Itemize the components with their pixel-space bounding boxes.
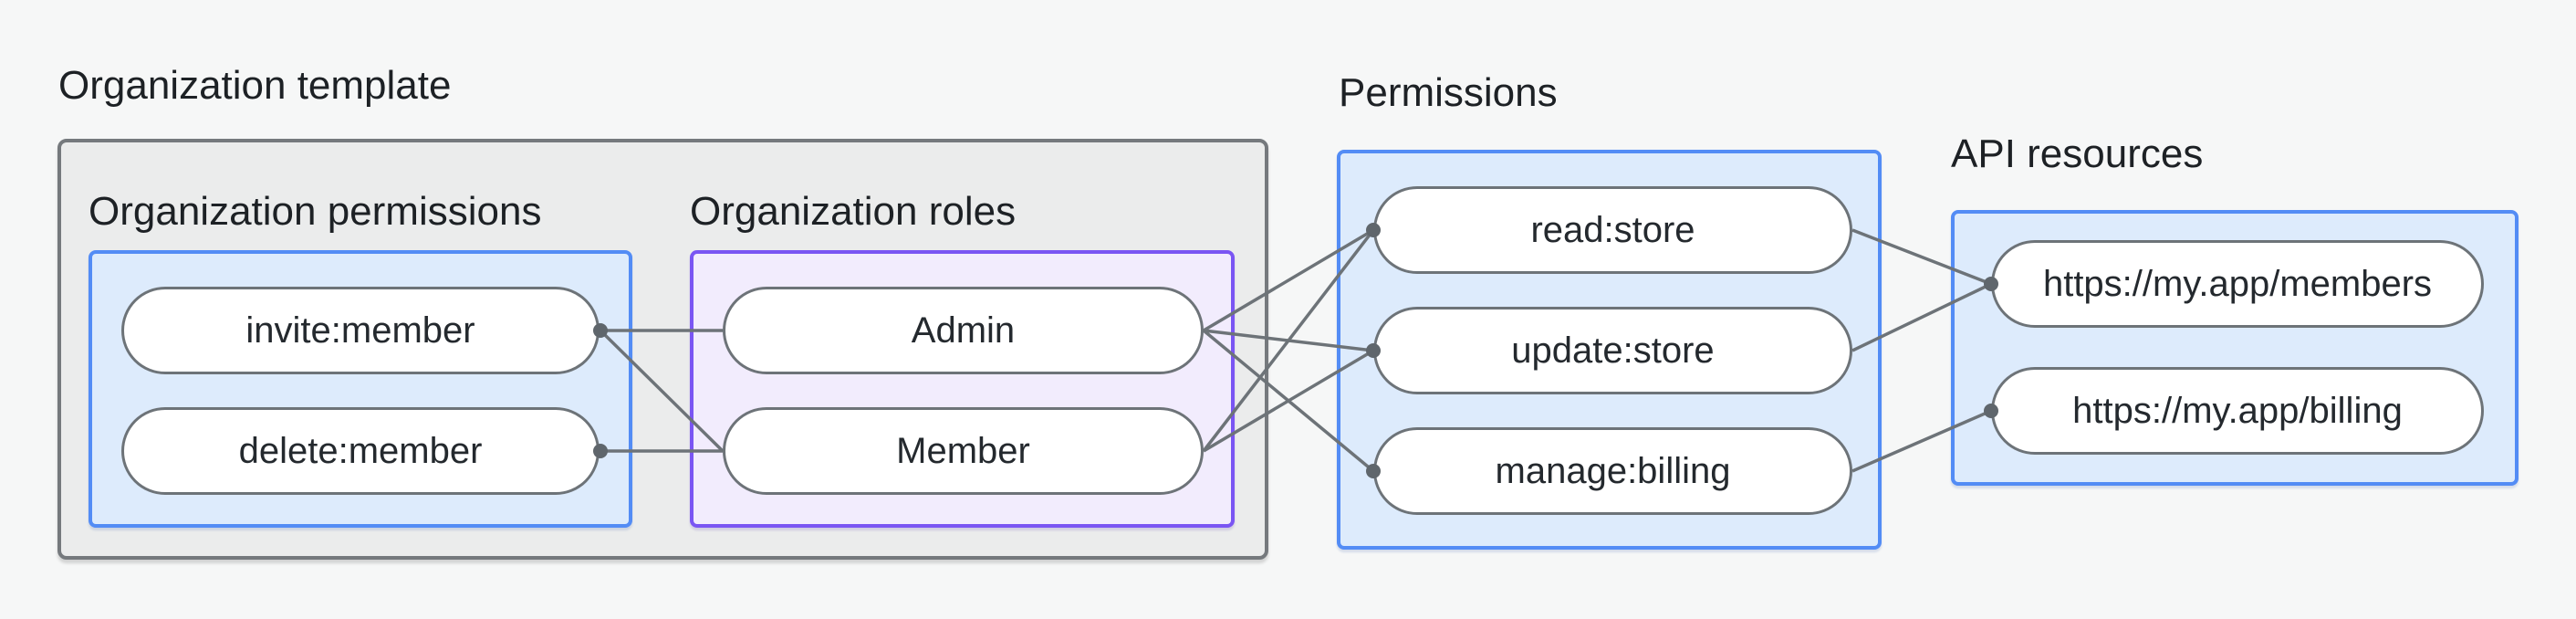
organization-roles-label: Organization roles [690, 189, 1017, 234]
node-admin-role: Admin [723, 287, 1204, 374]
organization-template-label: Organization template [58, 63, 452, 108]
permissions-label: Permissions [1339, 70, 1558, 115]
node-invite-member: invite:member [121, 287, 600, 374]
node-api-billing-url: https://my.app/billing [1991, 367, 2484, 455]
node-manage-billing: manage:billing [1373, 427, 1852, 515]
node-read-store: read:store [1373, 186, 1852, 274]
node-member-role: Member [723, 407, 1204, 495]
api-resources-label: API resources [1951, 131, 2204, 176]
organization-permissions-label: Organization permissions [89, 189, 542, 234]
node-update-store: update:store [1373, 307, 1852, 394]
node-delete-member: delete:member [121, 407, 600, 495]
node-api-members-url: https://my.app/members [1991, 240, 2484, 328]
